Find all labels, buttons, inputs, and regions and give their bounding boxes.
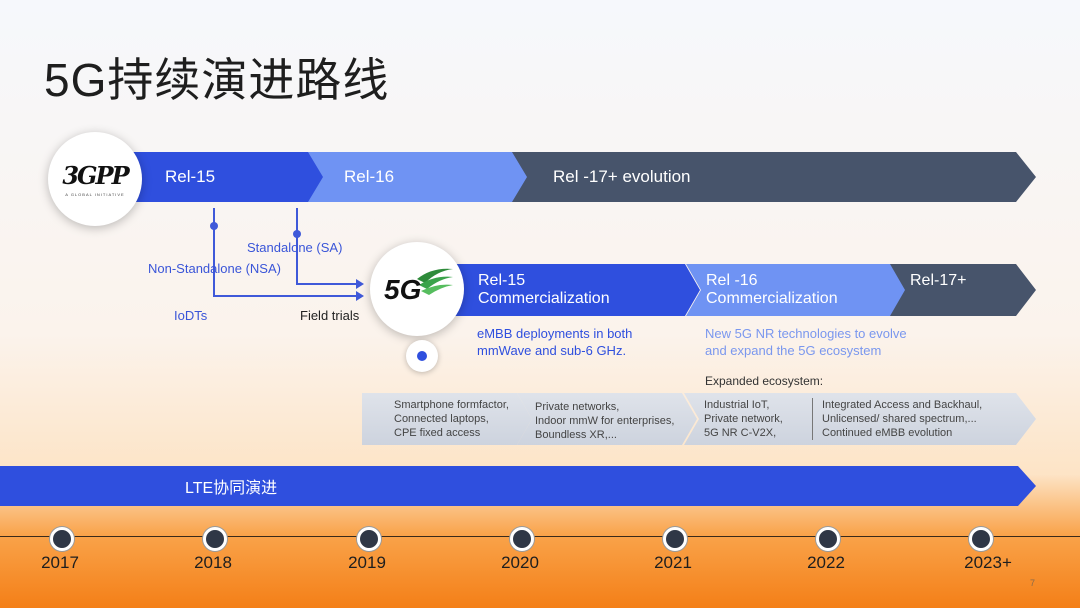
gray4-line1: Integrated Access and Backhaul, [822, 399, 983, 411]
page-number: 7 [1030, 578, 1036, 588]
5g-logo-icon [417, 268, 453, 295]
rel-15-comm-line1: Rel-15 [478, 272, 526, 289]
year-label-2018: 2018 [194, 553, 232, 572]
arrow-head-nsa [356, 291, 364, 301]
3gpp-logo: 3GPP A GLOBAL INITIATIVE [48, 132, 142, 226]
rel-16-label: Rel-16 [344, 167, 395, 186]
year-dot-2018 [203, 527, 227, 551]
gray-chevron-1: Smartphone formfactor, Connected laptops… [362, 393, 532, 445]
year-dot-2022 [816, 527, 840, 551]
rel-15-label: Rel-15 [165, 167, 216, 186]
field-trials-label: Field trials [300, 308, 360, 323]
gray3-line1: Industrial IoT, [704, 399, 770, 411]
gray3-line3: 5G NR C-V2X, [704, 427, 777, 439]
rel-15-comm-line2: Commercialization [478, 290, 610, 307]
rel-16-chevron: Rel-16 [308, 152, 528, 202]
year-dot-2019 [357, 527, 381, 551]
gray-chevron-3: Industrial IoT, Private network, 5G NR C… [684, 393, 1036, 445]
rel-16-commercialization-chevron: Rel -16 Commercialization [686, 264, 906, 316]
dot-sa [293, 230, 301, 238]
rel-17-evolution-label: Rel -17+ evolution [553, 167, 691, 186]
gray2-line3: Boundless XR,... [535, 429, 617, 441]
year-dot-2021 [663, 527, 687, 551]
connector-sa-vertical [296, 208, 298, 284]
embb-line1: eMBB deployments in both [477, 326, 633, 341]
gray4-line2: Unlicensed/ shared spectrum,... [822, 413, 977, 425]
gray1-line2: Connected laptops, [394, 413, 489, 425]
year-label-2019: 2019 [348, 553, 386, 572]
gray4-line3: Continued eMBB evolution [822, 427, 953, 439]
year-label-2022: 2022 [807, 553, 845, 572]
gray4-col: Integrated Access and Backhaul, Unlicens… [813, 398, 982, 440]
arrow-head-sa [356, 279, 364, 289]
timeline-axis [0, 536, 1080, 537]
year-label-2023: 2023+ [964, 553, 1012, 572]
year-dot-2023 [969, 527, 993, 551]
year-label-2017: 2017 [41, 553, 79, 572]
5g-logo-text: 5G [384, 274, 422, 305]
gray2-line2: Indoor mmW for enterprises, [535, 415, 675, 427]
rel-16-comm-line1: Rel -16 [706, 272, 758, 289]
gray1-line3: CPE fixed access [394, 427, 481, 439]
gray3-col: Industrial IoT, Private network, 5G NR C… [704, 398, 813, 440]
3gpp-logo-text: 3GPP [62, 161, 129, 190]
rel-16-comm-line2: Commercialization [706, 290, 838, 307]
expanded-ecosystem-label: Expanded ecosystem: [705, 374, 824, 388]
year-label-2020: 2020 [501, 553, 539, 572]
connector-nsa-vertical [213, 208, 215, 296]
year-dot-2017 [50, 527, 74, 551]
rel-17-plus-label: Rel-17+ [910, 272, 967, 289]
dot-nsa [210, 222, 218, 230]
connector-sa-horizontal [296, 283, 358, 285]
embb-description: eMBB deployments in both mmWave and sub-… [477, 325, 632, 359]
lte-evolution-label: LTE协同演进 [185, 480, 278, 497]
gray1-line1: Smartphone formfactor, [394, 399, 509, 411]
rel-15-chevron: Rel-15 [120, 152, 325, 202]
lte-evolution-bar: LTE协同演进 [0, 466, 1036, 506]
nr-line1: New 5G NR technologies to evolve [705, 326, 907, 341]
5g-logo: 5G [370, 242, 464, 336]
iodts-label: IoDTs [174, 308, 208, 323]
rel-17-evolution-chevron: Rel -17+ evolution [512, 152, 1036, 202]
nr-line2: and expand the 5G ecosystem [705, 343, 882, 358]
nr-description: New 5G NR technologies to evolve and exp… [705, 325, 907, 359]
target-dot [406, 340, 438, 372]
sa-label: Standalone (SA) [247, 240, 343, 255]
gray-chevron-2: Private networks, Indoor mmW for enterpr… [517, 393, 697, 445]
gray2-line1: Private networks, [535, 401, 620, 413]
3gpp-logo-tagline: A GLOBAL INITIATIVE [65, 192, 125, 197]
rel-15-commercialization-chevron: Rel-15 Commercialization [440, 264, 700, 316]
year-label-2021: 2021 [654, 553, 692, 572]
connector-nsa-horizontal [213, 295, 358, 297]
embb-line2: mmWave and sub-6 GHz. [477, 343, 627, 358]
nsa-label: Non-Standalone (NSA) [148, 261, 281, 276]
rel-17-plus-chevron: Rel-17+ [890, 264, 1036, 316]
year-dot-2020 [510, 527, 534, 551]
gray3-line2: Private network, [704, 413, 783, 425]
page-title: 5G持续演进路线 [44, 54, 390, 106]
